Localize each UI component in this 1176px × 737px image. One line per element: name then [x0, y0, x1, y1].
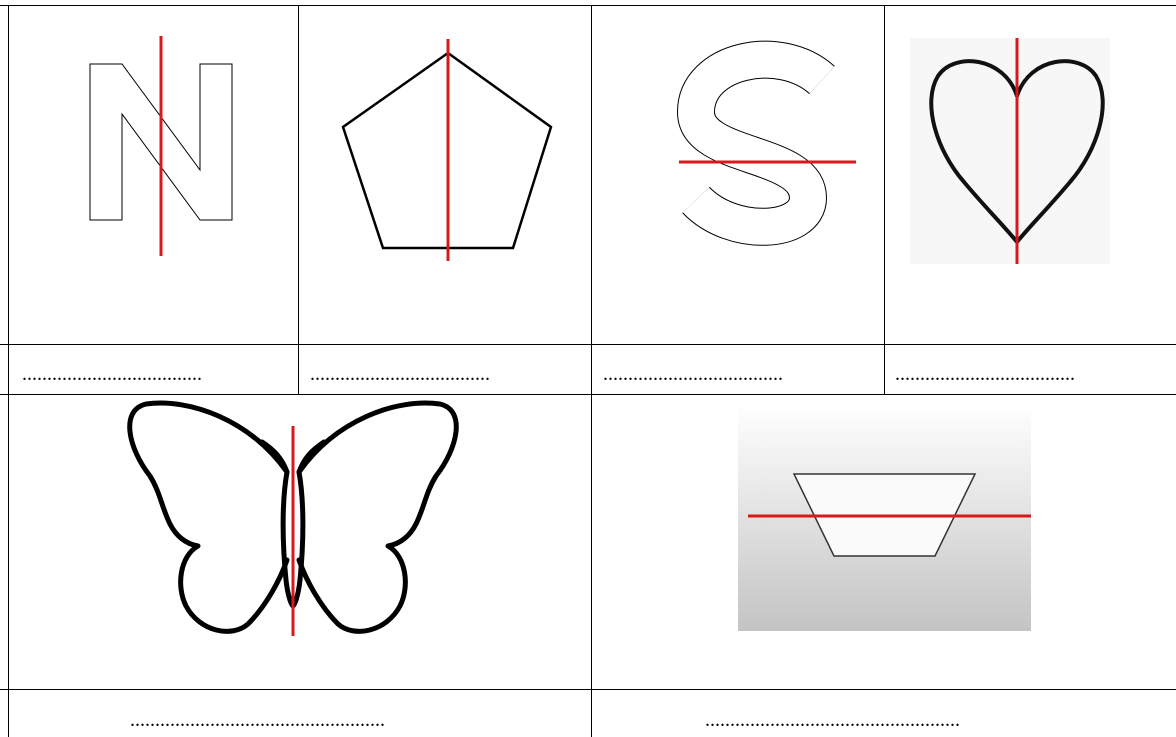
grid-row1-bottom	[0, 344, 1176, 345]
grid-row2-bottom	[0, 689, 1176, 690]
answer-line-5[interactable]: ........................................…	[130, 710, 385, 730]
answer-line-6[interactable]: ........................................…	[705, 710, 960, 730]
answer-line-3[interactable]: ....................................	[603, 364, 783, 384]
answer-line-4[interactable]: ....................................	[895, 364, 1075, 384]
grid-answer1-bottom	[0, 394, 1176, 395]
answer-line-1[interactable]: ....................................	[22, 364, 202, 384]
answer-line-2[interactable]: ....................................	[310, 364, 490, 384]
grid-divider-3	[884, 5, 885, 394]
trapezoid-figure	[0, 0, 600, 300]
